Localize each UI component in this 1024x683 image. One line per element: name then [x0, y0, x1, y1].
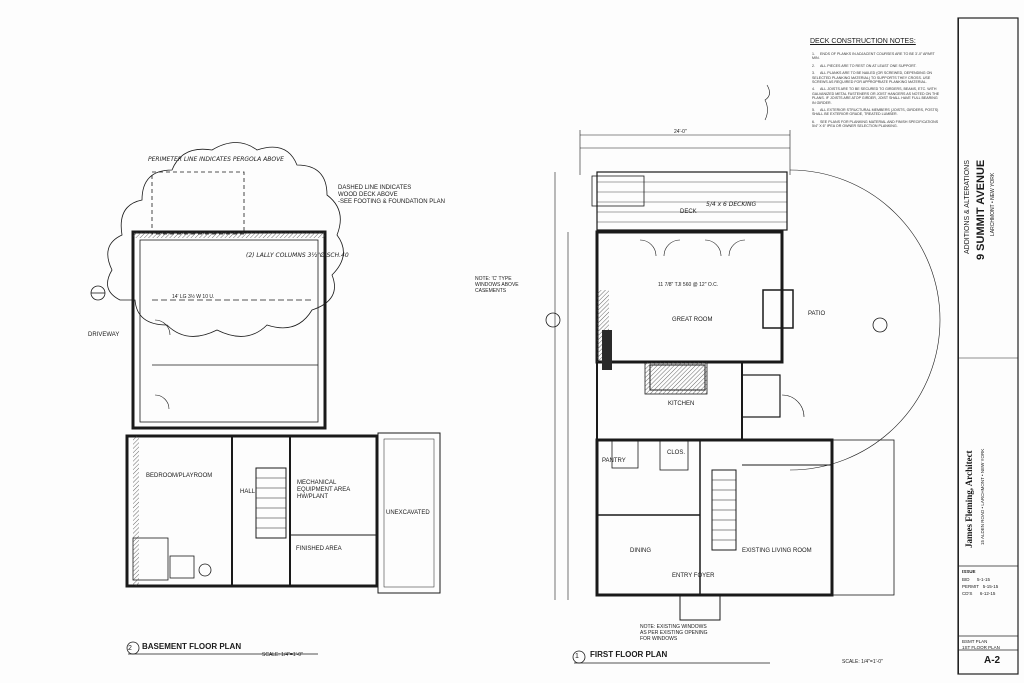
first-floor-plan-scale: SCALE: 1/4"=1'-0"	[842, 659, 883, 665]
basement-plan-title: BASEMENT FLOOR PLAN	[142, 642, 242, 651]
unexcavated-label: UNEXCAVATED	[386, 510, 430, 516]
issue-header: ISSUE	[962, 569, 976, 574]
title-block	[958, 18, 1019, 674]
sheet-caption-2: 1ST FLOOR PLAN	[962, 645, 1000, 650]
overall-dimension: 24'-0"	[674, 129, 687, 135]
closet-label: CLOS.	[667, 450, 686, 456]
sheet-number: A-2	[984, 655, 1001, 666]
patio-label: PATIO	[808, 311, 826, 317]
basement-plan-scale: SCALE: 1/4"=1'-0"	[262, 652, 303, 658]
sheet-caption-1: BSMT PLAN	[962, 639, 988, 644]
mechanical-label-3: HW/PLANT	[297, 494, 329, 500]
basement-plan-lines	[90, 142, 441, 594]
first-floor-plan-title: FIRST FLOOR PLAN	[590, 650, 668, 659]
project-line-1: ADDITIONS & ALTERATIONS	[964, 160, 971, 254]
first-floor-plan-number: 1	[575, 653, 579, 660]
deck-above-note-3: -SEE FOOTING & FOUNDATION PLAN	[338, 199, 445, 205]
pergola-handnote: PERIMETER LINE INDICATES PERGOLA ABOVE	[148, 156, 284, 163]
revision-row: BID 5-1-15	[962, 577, 991, 582]
architect-address: 15 ALDEN ROAD • LARCHMONT • NEW YORK	[980, 448, 985, 545]
windows-note: NOTE: EXISTING WINDOWS AS PER EXISTING O…	[640, 624, 708, 642]
deck-note-item: 4.ALL JOISTS ARE TO BE SECURED TO GIRDER…	[812, 87, 940, 105]
casement-note: NOTE: 'C' TYPE WINDOWS ABOVE CASEMENTS	[475, 276, 519, 294]
hatched-wall	[133, 232, 325, 238]
pantry-label: PANTRY	[602, 458, 626, 464]
decking-handnote: 5/4 x 6 DECKING	[706, 201, 757, 208]
kitchen-label: KITCHEN	[668, 401, 695, 407]
entry-foyer-label: ENTRY FOYER	[672, 573, 715, 579]
joist-note: 11 7/8" TJI 560 @ 12" O.C.	[658, 282, 719, 288]
basement-plan-number: 2	[128, 645, 132, 652]
deck-note-item: 3.ALL PLANKS ARE TO BE NAILED (OR SCREWE…	[812, 71, 932, 85]
living-room-label: EXISTING LIVING ROOM	[742, 548, 812, 554]
great-room-label: GREAT ROOM	[672, 317, 713, 323]
revision-row: PERMIT 5-15-15	[962, 584, 999, 589]
project-address: 9 SUMMIT AVENUE	[975, 159, 987, 260]
counter	[602, 330, 612, 370]
mechanical-label-2: EQUIPMENT AREA	[297, 487, 351, 493]
deck-above-note-1: DASHED LINE INDICATES	[338, 185, 412, 191]
deck-notes-title: DECK CONSTRUCTION NOTES:	[810, 38, 916, 45]
deck-note-item: 6.SEE PLANS FOR PLANKING MATERIAL AND FI…	[812, 119, 939, 129]
beam-dimension: 14' LG 3½ W 10 U.	[172, 294, 215, 300]
island-counter	[645, 362, 707, 394]
dining-label: DINING	[630, 548, 651, 554]
architect-name: James Fleming, Architect	[964, 450, 974, 548]
deck-label: DECK	[680, 209, 697, 215]
project-town: LARCHMONT • NEW YORK	[990, 172, 996, 236]
hatched-wall	[133, 436, 139, 586]
hall-label: HALL	[240, 489, 256, 495]
pergola-cloud-outline	[107, 142, 344, 337]
driveway-label: DRIVEWAY	[88, 332, 120, 338]
bedroom-label: BEDROOM/PLAYROOM	[146, 473, 213, 479]
deck-note-item: 1.ENDS OF PLANKS IN ADJACENT COURSES ARE…	[812, 52, 935, 61]
deck-above-note-2: WOOD DECK ABOVE	[338, 192, 398, 198]
deck-note-item: 5.ALL EXTERIOR STRUCTURAL MEMBERS (JOIST…	[812, 108, 939, 117]
deck-note-item: 2.ALL PIECES ARE TO REST ON AT LEAST ONE…	[812, 63, 917, 68]
mechanical-label-1: MECHANICAL	[297, 480, 337, 486]
lally-handnote: (2) LALLY COLUMNS 3½"Ø SCH.40	[246, 252, 349, 259]
deck-notes-list: 1.ENDS OF PLANKS IN ADJACENT COURSES ARE…	[812, 52, 942, 132]
revision-row: CD'S 6-12-15	[962, 591, 996, 596]
finished-area-label: FINISHED AREA	[296, 546, 342, 552]
